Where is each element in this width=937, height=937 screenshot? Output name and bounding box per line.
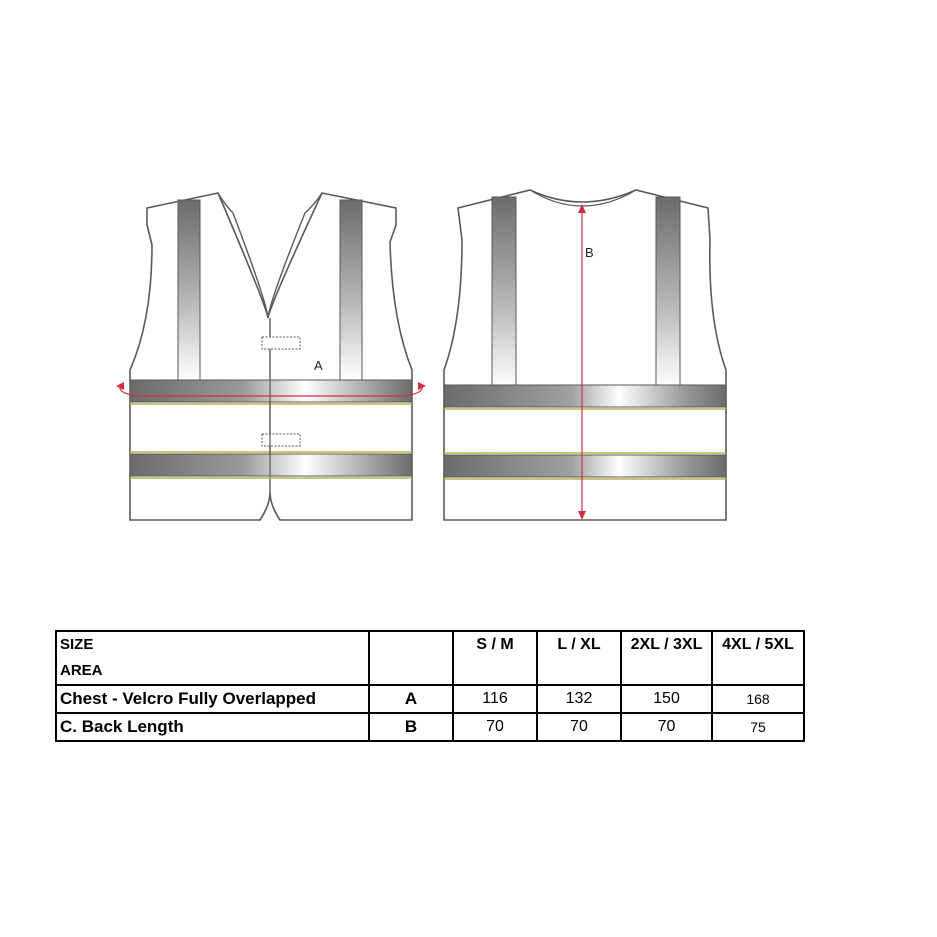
value-cell: 75 [711,712,805,742]
code-header-cell [368,630,454,686]
area-header: AREA [60,662,103,679]
value-cell: 116 [452,684,538,714]
table-row: C. Back Length B 70 70 70 75 [55,712,805,742]
back-vest: B [443,189,727,521]
back-lower-horizontal-stripe [443,454,727,478]
size-chart-table: SIZE AREA S / M L / XL 2XL / 3XL 4XL / 5… [55,630,805,742]
back-length-arrow-head-top [578,204,586,213]
value-cell: 70 [452,712,538,742]
chest-arrow-head-left [116,382,124,390]
front-velcro-tab-upper [261,336,301,350]
table-row: Chest - Velcro Fully Overlapped A 116 13… [55,684,805,714]
front-upper-horizontal-stripe [129,379,413,403]
front-left-vertical-stripe [177,199,201,381]
value-cell: 70 [536,712,622,742]
back-right-vertical-stripe [655,196,681,388]
front-neck-trim [217,192,323,319]
measure-label-a: A [314,358,323,373]
area-name-cell: C. Back Length [55,712,370,742]
front-right-vertical-stripe [339,199,363,381]
size-column-header: 2XL / 3XL [620,630,713,686]
value-cell: 132 [536,684,622,714]
table-header-row: SIZE AREA S / M L / XL 2XL / 3XL 4XL / 5… [55,630,805,686]
value-cell: 150 [620,684,713,714]
chest-measure-arrow [119,385,423,397]
measure-label-b: B [585,245,594,260]
area-code-cell: A [368,684,454,714]
size-column-header: 4XL / 5XL [711,630,805,686]
size-column-header: S / M [452,630,538,686]
front-vest: A [116,192,426,521]
size-header: SIZE [60,636,94,653]
back-left-vertical-stripe [491,196,517,388]
size-column-header: L / XL [536,630,622,686]
value-cell: 70 [620,712,713,742]
back-upper-horizontal-stripe [443,384,727,408]
value-cell: 168 [711,684,805,714]
chest-arrow-head-right [418,382,426,390]
vest-diagram: A B [116,189,727,521]
back-length-arrow-head-bottom [578,511,586,520]
front-lower-horizontal-stripe [129,453,413,477]
area-name-cell: Chest - Velcro Fully Overlapped [55,684,370,714]
front-velcro-tab-lower [261,433,301,447]
area-code-cell: B [368,712,454,742]
size-area-header-cell: SIZE AREA [55,630,370,686]
